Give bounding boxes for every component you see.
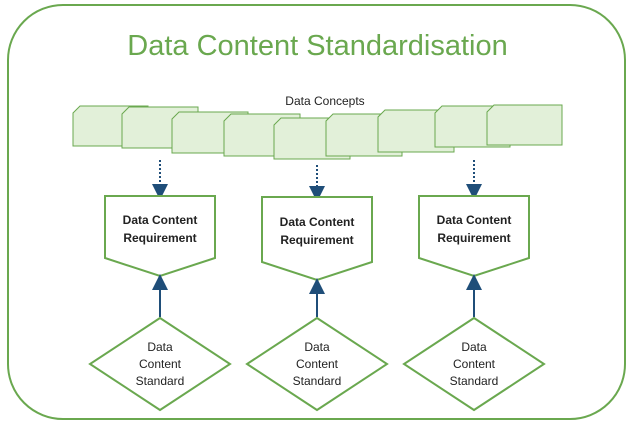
standard-label-line-2: Content [139,357,182,371]
data-concepts-label: Data Concepts [285,94,365,108]
standard-column-1: Data Content Standard [88,316,232,412]
standard-label-line-2: Content [453,357,496,371]
outer-frame [7,4,626,420]
standard-label-line-2: Content [296,357,339,371]
requirement-label-line-2: Requirement [280,233,353,247]
standard-label-line-1: Data [147,340,173,354]
data-content-standard-diamond [88,316,232,412]
requirement-label-line-1: Data Content [280,215,355,229]
standard-column-2: Data Content Standard [245,316,389,412]
data-concept-card [486,104,563,146]
diagram-title: Data Content Standardisation [127,30,508,62]
standard-label-line-1: Data [461,340,487,354]
requirement-label-line-1: Data Content [437,213,512,227]
data-content-requirement-box [104,195,216,278]
data-content-standard-diamond [245,316,389,412]
requirement-label-line-1: Data Content [123,213,198,227]
requirement-label-line-2: Requirement [437,231,510,245]
standard-column-3: Data Content Standard [402,316,546,412]
standard-label-line-3: Standard [450,374,499,388]
standard-label-line-3: Standard [136,374,185,388]
standard-label-line-3: Standard [293,374,342,388]
standard-label-line-1: Data [304,340,330,354]
requirement-column-3: Data Content Requirement [418,195,530,278]
data-content-requirement-box [418,195,530,278]
requirement-label-line-2: Requirement [123,231,196,245]
requirement-column-1: Data Content Requirement [104,195,216,278]
data-content-requirement-box [261,196,373,282]
data-content-standard-diamond [402,316,546,412]
data-concept-cards [72,104,563,160]
requirement-column-2: Data Content Requirement [261,196,373,282]
